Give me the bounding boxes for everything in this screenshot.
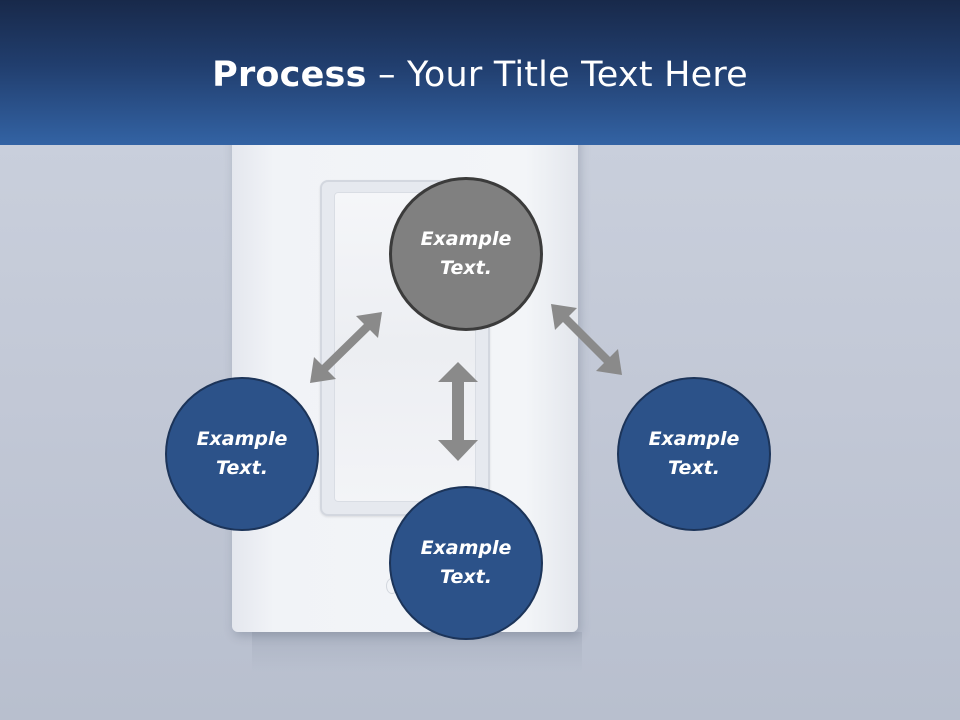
arrow-top-left [310,312,382,383]
process-node-left[interactable]: Example Text. [165,377,319,531]
arrow-top-right [551,304,622,375]
title-bold: Process [212,55,367,95]
arrow-top-bottom [438,362,478,461]
node-left-text: Example Text. [196,428,288,479]
node-top-text: Example Text. [420,228,512,279]
slide-title: Process – Your Title Text Here [0,52,960,98]
node-right-text: Example Text. [648,428,740,479]
switch-plate-shadow [252,632,582,672]
process-node-right[interactable]: Example Text. [617,377,771,531]
process-node-top[interactable]: Example Text. [389,177,543,331]
node-bottom-text: Example Text. [420,537,512,588]
title-rest: – Your Title Text Here [366,55,748,95]
process-node-bottom[interactable]: Example Text. [389,486,543,640]
title-banner: Process – Your Title Text Here [0,0,960,145]
